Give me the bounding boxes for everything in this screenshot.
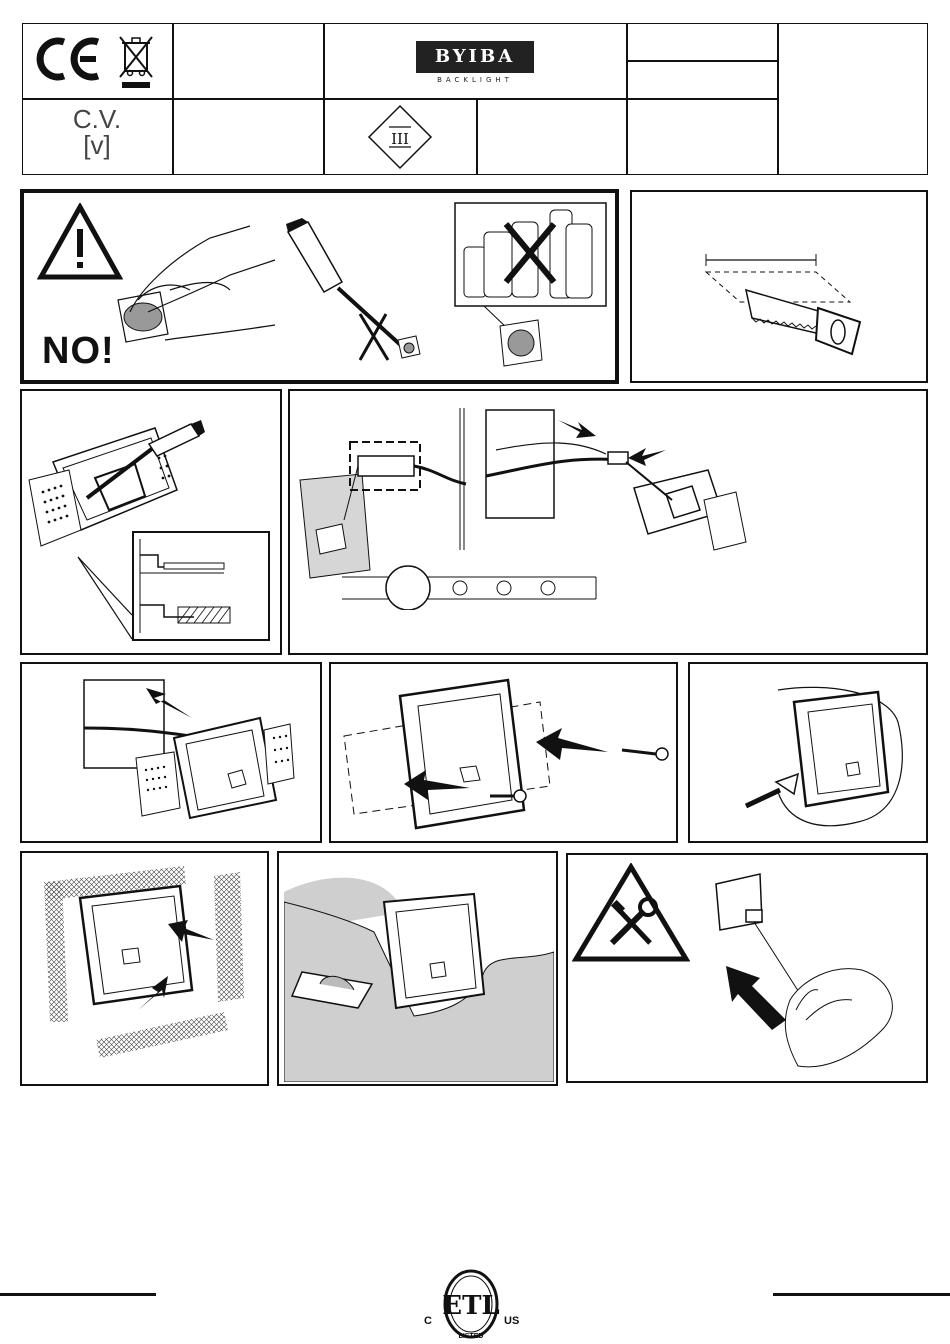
finger-illustration: [110, 220, 280, 350]
insert-fixture-illustration: [80, 678, 310, 828]
etl-text: ETL: [442, 1291, 499, 1321]
header-cell-blank-2: [626, 23, 779, 62]
header-cell-blank-4: [777, 23, 928, 175]
header-cell-blank-1: [172, 23, 325, 100]
etl-us: US: [504, 1315, 519, 1327]
header-cell-blank-7: [626, 98, 779, 175]
etl-listed: LISTED: [459, 1333, 484, 1340]
wiring-illustration: [296, 400, 916, 610]
plaster-illustration: [728, 682, 918, 832]
header-cell-blank-5: [172, 98, 325, 175]
class-iii-icon: III: [367, 104, 433, 170]
pull-cord-illustration: [712, 870, 912, 1080]
screwdriver-icon: [280, 218, 430, 363]
etl-c: C: [424, 1315, 432, 1327]
detail-inset: [132, 531, 270, 641]
screw-fixture-illustration: [340, 672, 670, 837]
no-warning-text: NO!: [42, 330, 115, 373]
header-cell-blank-3: [626, 60, 779, 100]
class-iii-text: III: [391, 130, 409, 148]
brand-logo: BYIBA: [416, 41, 534, 73]
cv-label: C.V.: [22, 106, 172, 132]
header-cell-blank-6: [476, 98, 628, 175]
etl-listed-mark: ETL C US LISTED: [416, 1268, 526, 1344]
detail-pointer: [76, 555, 136, 645]
weee-bin-icon: [116, 33, 156, 91]
cv-unit: [v]: [22, 132, 172, 158]
footer-rule-right: [773, 1293, 950, 1296]
tools-icon: [572, 863, 690, 963]
brand-subtitle: BACKLIGHT: [416, 76, 534, 84]
cv-block: C.V. [v]: [22, 106, 172, 158]
cleaning-bottles-icon: [454, 202, 609, 372]
ce-mark: [34, 34, 104, 84]
footer-rule-left: [0, 1293, 156, 1296]
finish-wall-illustration: [284, 872, 554, 1082]
saw-icon: [700, 250, 865, 360]
mesh-illustration: [34, 862, 259, 1077]
